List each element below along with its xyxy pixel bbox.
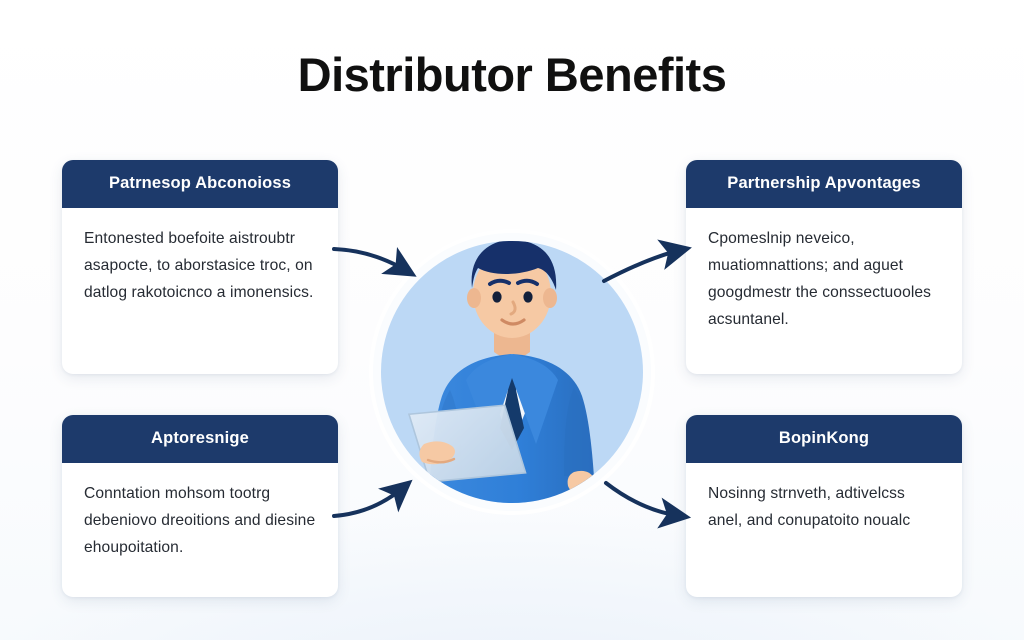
benefit-card-top-right[interactable]: Partnership Apvontages Cpomeslnip neveic… <box>686 160 962 374</box>
card-body-bottom-left: Conntation mohsom tootrg debeniovo dreoi… <box>84 485 316 556</box>
benefit-card-bottom-left[interactable]: Aptoresnige Conntation mohsom tootrg deb… <box>62 415 338 597</box>
card-header-bottom-right: BopinKong <box>686 415 962 463</box>
card-body-top-left: Entonested boefoite aistroubtr asapocte,… <box>84 230 314 301</box>
card-body-bottom-right: Nosinng strnveth, adtivelcss anel, and c… <box>708 485 911 529</box>
benefit-card-bottom-right[interactable]: BopinKong Nosinng strnveth, adtivelcss a… <box>686 415 962 597</box>
card-header-top-right: Partnership Apvontages <box>686 160 962 208</box>
card-body-top-right: Cpomeslnip neveico, muatiomnattions; and… <box>708 230 932 328</box>
card-header-bottom-left: Aptoresnige <box>62 415 338 463</box>
card-header-top-left: Patrnesop Abconoioss <box>62 160 338 208</box>
benefit-card-top-left[interactable]: Patrnesop Abconoioss Entonested boefoite… <box>62 160 338 374</box>
businessman-illustration <box>368 228 656 516</box>
page-title: Distributor Benefits <box>297 48 727 101</box>
